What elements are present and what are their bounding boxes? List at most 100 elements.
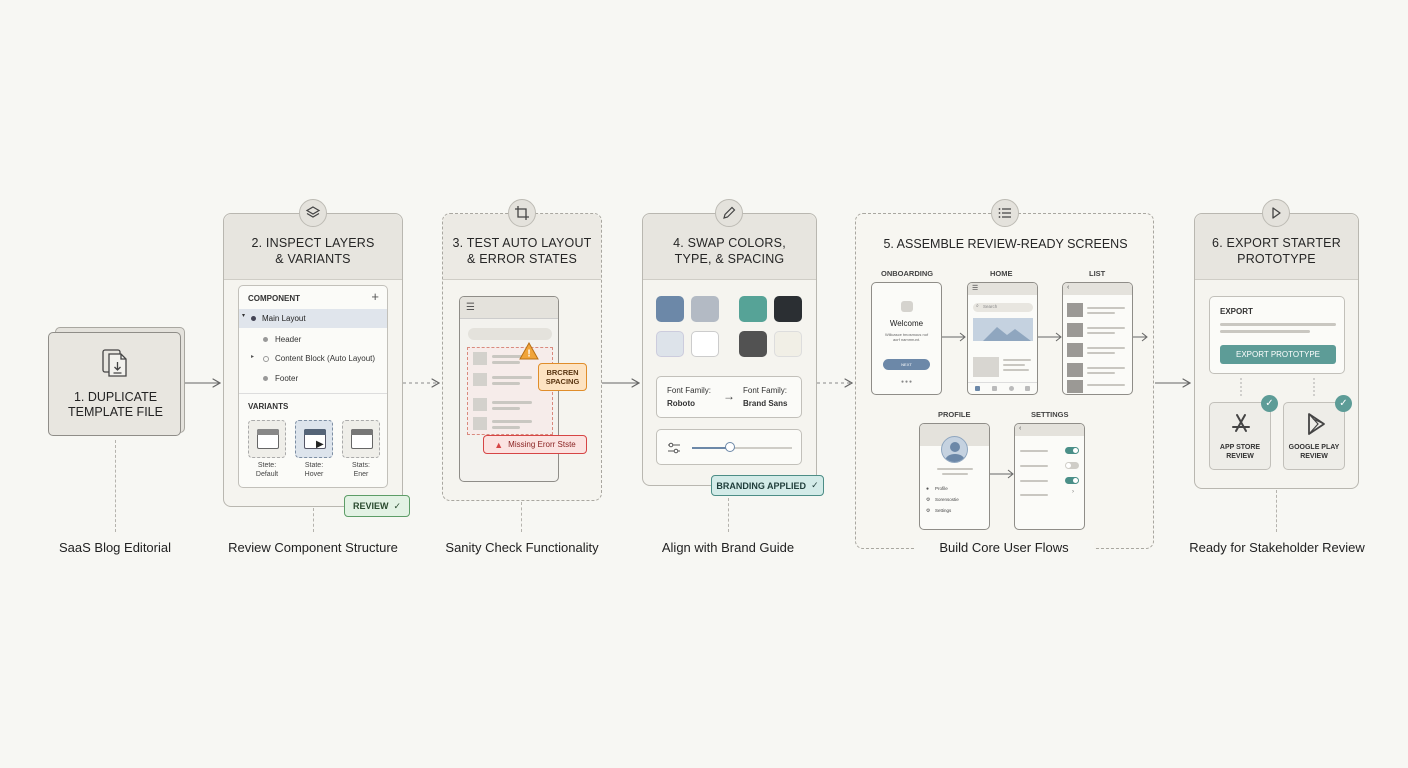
avatar (941, 436, 968, 463)
onboarding-label: ONBOARDING (881, 269, 934, 278)
app-store-icon (1229, 412, 1253, 441)
warning-icon: ! (519, 341, 539, 365)
svg-text:!: ! (527, 349, 530, 360)
arrow-right-icon: → (723, 389, 735, 403)
google-play-label: GOOGLE PLAY REVIEW (1288, 444, 1340, 460)
arrow-profile-settings (990, 469, 1014, 479)
gear-icon: ⚙ (926, 497, 931, 503)
hamburger-icon: ☰ (972, 285, 979, 292)
settings-toggle-1[interactable] (1065, 447, 1079, 454)
spacing-slider-fill (692, 447, 730, 449)
variant-hover[interactable]: ▶ (295, 420, 333, 458)
list-screen[interactable]: ‹ (1062, 282, 1133, 395)
layers-panel-header: COMPONENT (248, 294, 300, 303)
swatch-6[interactable] (691, 331, 719, 357)
swatch-1[interactable] (656, 296, 684, 322)
crop-icon (508, 199, 536, 227)
font-from-value: Roboto (667, 399, 695, 408)
variant-error-label: Stats:Ener (352, 462, 370, 478)
arrow-list-next (1133, 332, 1148, 342)
spacing-slider-handle[interactable] (725, 442, 735, 452)
swatch-4[interactable] (774, 296, 802, 322)
file-download-icon (99, 347, 131, 384)
onboarding-next-button[interactable]: NEXT (883, 359, 930, 370)
font-to-label: Font Family: (743, 386, 788, 395)
missing-error-state-badge: ▲Missing Erorr Stste (483, 435, 587, 454)
sliders-icon (667, 441, 681, 459)
onboarding-body: Willcasce tmosmous nof aorf nammrunt. (884, 332, 929, 342)
home-label: HOME (990, 269, 1013, 278)
layers-divider (239, 393, 387, 394)
font-from-label: Font Family: (667, 386, 712, 395)
home-search-input[interactable]: ⌕ Search (973, 303, 1033, 312)
cursor-icon: ▶ (316, 439, 324, 450)
swatch-2[interactable] (691, 296, 719, 322)
caption-connector-4 (728, 498, 729, 532)
review-badge: REVIEW✓ (344, 495, 410, 517)
step-6-card: 6. EXPORT STARTER PROTOTYPE EXPORT EXPOR… (1194, 213, 1359, 489)
caption-connector-3 (521, 502, 522, 532)
settings-label: SETTINGS (1031, 410, 1069, 419)
profile-screen[interactable]: ● Profile ⚙ Sorensostie ⚙ Settings (919, 423, 990, 530)
add-layer-button[interactable]: + (371, 289, 379, 304)
export-connectors (1240, 378, 1315, 398)
layer-row-footer[interactable]: Footer (239, 370, 387, 387)
back-chevron-icon: ‹ (1067, 284, 1070, 291)
layer-row-content-block[interactable]: ▸ Content Block (Auto Layout) (251, 354, 376, 363)
home-tab-bar (968, 382, 1037, 394)
spacing-slider-panel (656, 429, 802, 465)
spacing-slider-track[interactable] (692, 447, 792, 449)
home-hero-image (973, 318, 1033, 341)
variant-default[interactable] (248, 420, 286, 458)
app-store-check-icon: ✓ (1261, 395, 1278, 412)
swatch-8[interactable] (774, 331, 802, 357)
google-play-check-icon: ✓ (1335, 395, 1352, 412)
step-4-card: 4. SWAP COLORS, TYPE, & SPACING Font Fam… (642, 213, 817, 486)
onboarding-screen[interactable]: Welcome Willcasce tmosmous nof aorf namm… (871, 282, 942, 395)
step-3-caption: Sanity Check Functionality (445, 540, 599, 555)
pager-dots: ●●● (901, 379, 914, 385)
broken-spacing-badge: BRCREN SPACING (538, 363, 587, 391)
branding-applied-badge: BRANDING APPLIED✓ (711, 475, 824, 496)
play-icon (1262, 199, 1290, 227)
step-4-caption: Align with Brand Guide (661, 540, 795, 555)
export-label: EXPORT (1220, 307, 1253, 316)
alert-icon: ▲ (494, 439, 504, 450)
layers-panel: COMPONENT + ▾ Main Layout Header ▸ Conte… (238, 285, 388, 488)
step-5-title: 5. ASSEMBLE REVIEW-READY SCREENS (883, 237, 1128, 251)
pen-icon (715, 199, 743, 227)
export-prototype-button[interactable]: EXPORT PROTOTYPE (1220, 345, 1336, 364)
settings-toggle-2[interactable] (1065, 462, 1079, 469)
google-play-review[interactable]: GOOGLE PLAY REVIEW (1283, 402, 1345, 470)
font-to-value: Brand Sans (743, 399, 788, 408)
arrow-onboarding-home (942, 332, 966, 342)
user-icon: ● (926, 486, 930, 492)
chevron-right-icon: › (1072, 489, 1074, 495)
swatch-7[interactable] (739, 331, 767, 357)
caption-connector-2 (313, 508, 314, 532)
font-swap-panel: Font Family: Roboto → Font Family: Brand… (656, 376, 802, 418)
arrow-home-list (1038, 332, 1062, 342)
step-1-card: 1. DUPLICATE TEMPLATE FILE (48, 332, 181, 436)
variant-error[interactable] (342, 420, 380, 458)
layer-row-header[interactable]: Header (239, 331, 387, 348)
settings-screen[interactable]: ‹ › (1014, 423, 1085, 530)
check-icon: ✓ (811, 480, 819, 490)
swatch-5[interactable] (656, 331, 684, 357)
app-store-label: APP STORE REVIEW (1219, 444, 1261, 460)
search-icon: ⌕ (976, 303, 979, 309)
layer-row-main-layout[interactable]: ▾ Main Layout (239, 309, 387, 328)
variant-hover-label: State:Hover (304, 462, 324, 478)
back-chevron-icon: ‹ (1019, 425, 1022, 432)
variants-label: VARIANTS (248, 402, 289, 411)
export-panel: EXPORT EXPORT PROTOTYPE (1209, 296, 1345, 374)
step-4-title: 4. SWAP COLORS, TYPE, & SPACING (643, 214, 816, 280)
app-store-review[interactable]: APP STORE REVIEW (1209, 402, 1271, 470)
home-screen[interactable]: ☰ ⌕ Search (967, 282, 1038, 395)
swatch-3[interactable] (739, 296, 767, 322)
variant-default-label: Stete:Default (255, 462, 279, 478)
onboarding-title: Welcome (889, 319, 924, 328)
step-5-card: 5. ASSEMBLE REVIEW-READY SCREENS ONBOARD… (855, 213, 1154, 549)
profile-label: PROFILE (938, 410, 971, 419)
settings-toggle-3[interactable] (1065, 477, 1079, 484)
